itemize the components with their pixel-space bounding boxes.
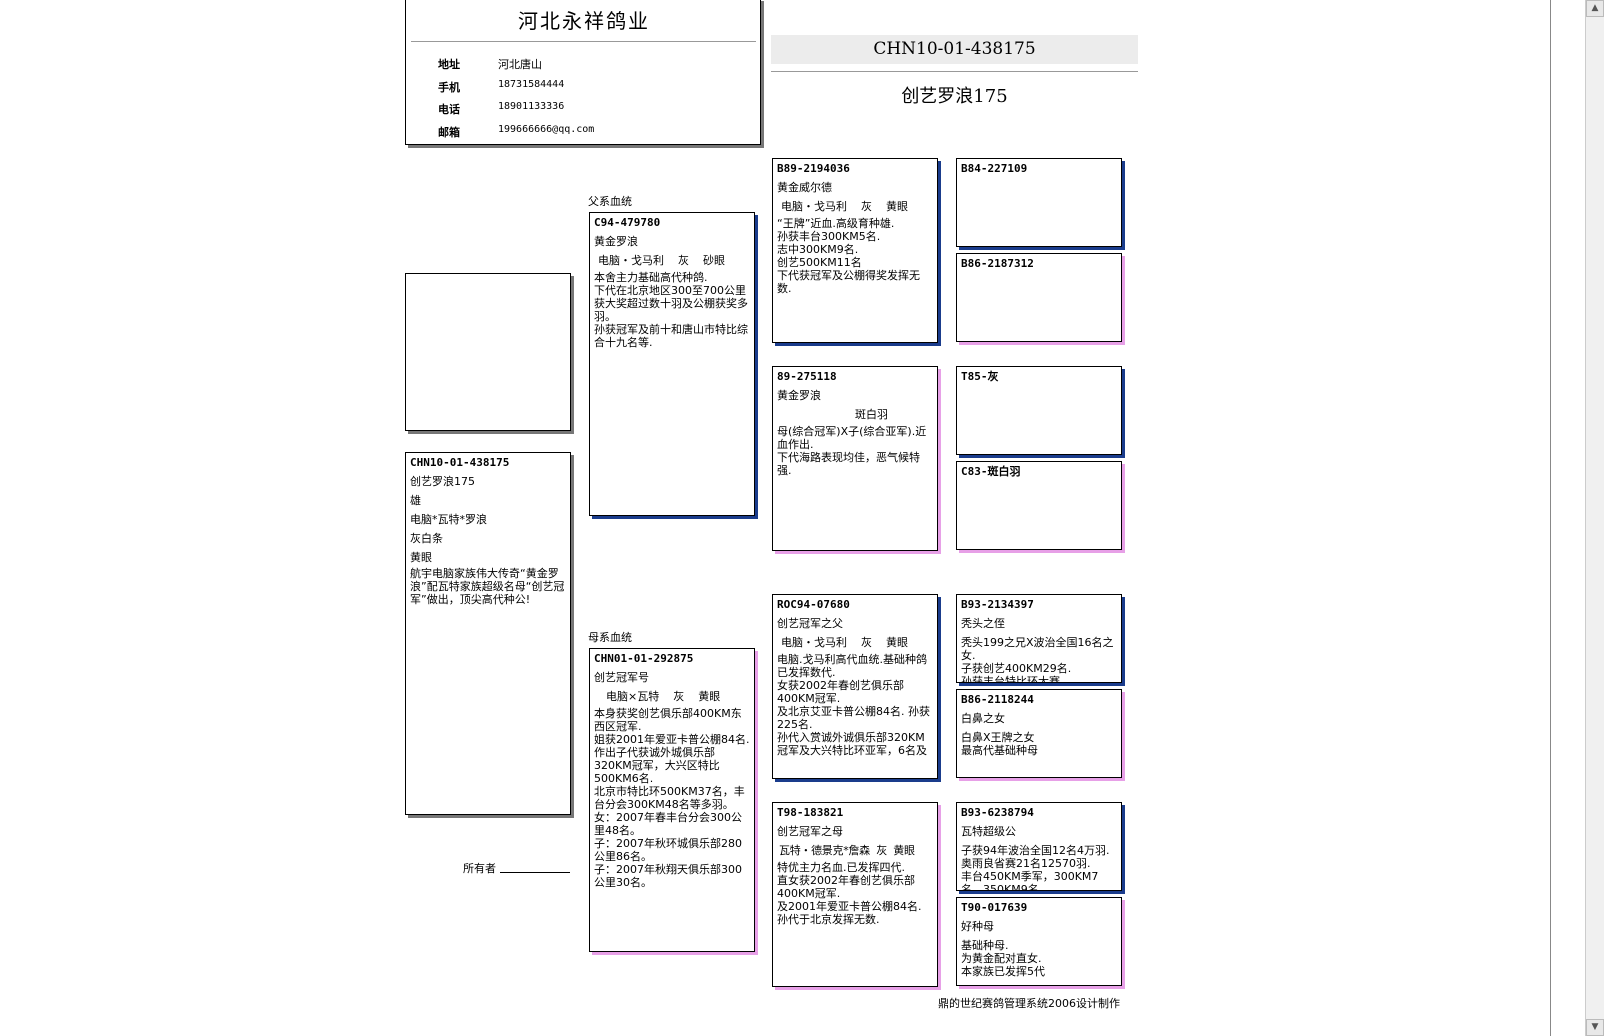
dam-meta: 电脑×瓦特 灰 黄眼 — [606, 690, 721, 703]
sire-sire-description: “王牌”近血.高级育种雄. 孙获丰台300KM5名. 志中300KM9名. 创艺… — [777, 217, 920, 295]
sire-dam-description: 母(综合冠军)X子(综合亚军).近血作出. 下代海路表现均佳，恶气候特强. — [777, 425, 927, 477]
sire-dam-ring: 89-275118 — [777, 370, 837, 383]
dsd-card: B86-2118244 白鼻之女 白鼻X王牌之女 最高代基础种母 — [956, 689, 1122, 778]
window-divider — [1550, 0, 1551, 1036]
dam-sire-meta: 电脑・戈马利 灰 黄眼 — [781, 636, 908, 649]
pedigree-ring-banner — [771, 35, 1138, 64]
dam-sire-name: 创艺冠军之父 — [777, 617, 843, 630]
subject-sex: 雄 — [410, 494, 421, 507]
email-value: 199666666@qq.com — [498, 124, 595, 135]
dam-dam-meta: 瓦特・德景克*詹森 灰 黄眼 — [779, 844, 915, 857]
sss-ring: B84-227109 — [961, 162, 1028, 175]
dss-name: 秃头之侄 — [961, 617, 1005, 630]
ddd-description: 基础种母. 为黄金配对直女. 本家族已发挥5代 — [961, 939, 1045, 978]
footer-credit: 鼎的世纪赛鸽管理系统2006设计制作 — [938, 997, 1120, 1010]
subject-card: CHN10-01-438175 创艺罗浪175 雄 电脑*瓦特*罗浪 灰白条 黄… — [405, 452, 571, 815]
ddd-card: T90-017639 好种母 基础种母. 为黄金配对直女. 本家族已发挥5代 — [956, 897, 1122, 986]
sire-dam-name: 黄金罗浪 — [777, 389, 821, 402]
banner-divider — [771, 71, 1138, 72]
sire-sire-meta: 电脑・戈马利 灰 黄眼 — [781, 200, 908, 213]
sire-ring: C94-479780 — [594, 216, 661, 229]
sire-meta: 电脑・戈马利 灰 砂眼 — [598, 254, 725, 267]
sdd-card: C83-斑白羽 — [956, 461, 1122, 550]
breeder-title: 河北永祥鸽业 — [518, 9, 650, 33]
address-value: 河北唐山 — [498, 58, 542, 71]
sds-ring: T85-灰 — [961, 370, 999, 383]
dsd-ring: B86-2118244 — [961, 693, 1034, 706]
dam-name: 创艺冠军号 — [594, 671, 649, 684]
pigeon-photo-frame — [405, 273, 571, 431]
dds-ring: B93-6238794 — [961, 806, 1034, 819]
sire-card: C94-479780 黄金罗浪 电脑・戈马利 灰 砂眼 本舍主力基础高代种鸽. … — [589, 212, 755, 516]
mobile-value: 18731584444 — [498, 79, 565, 90]
dam-dam-name: 创艺冠军之母 — [777, 825, 843, 838]
owner-label-text: 所有者 — [463, 862, 496, 875]
breeder-info-card: 河北永祥鸽业 地址 河北唐山 手机 18731584444 电话 1890113… — [405, 0, 761, 145]
email-label: 邮箱 — [438, 126, 460, 139]
pedigree-ring-title: CHN10-01-438175 — [873, 39, 1036, 59]
sire-name: 黄金罗浪 — [594, 235, 638, 248]
dds-description: 子获94年波治全国12名4万羽. 奥雨良省赛21名12570羽. 丰台450KM… — [961, 844, 1110, 891]
dss-description: 秃头199之兄X波治全国16名之女. 子获创艺400KM29名. 孙获丰台特比环… — [961, 636, 1114, 683]
sdd-ring: C83-斑白羽 — [961, 465, 1021, 478]
phone-value: 18901133336 — [498, 101, 565, 112]
scroll-down-icon[interactable]: ▼ — [1586, 1019, 1604, 1036]
dam-dam-description: 特优主力名血.已发挥四代. 直女获2002年春创艺俱乐部400KM冠军. 及20… — [777, 861, 922, 926]
dam-ring: CHN01-01-292875 — [594, 652, 694, 665]
dss-card: B93-2134397 秃头之侄 秃头199之兄X波治全国16名之女. 子获创艺… — [956, 594, 1122, 683]
sire-description: 本舍主力基础高代种鸽. 下代在北京地区300至700公里获大奖超过数十羽及公棚获… — [594, 271, 748, 349]
sire-line-label: 父系血统 — [588, 195, 632, 208]
subject-eye: 黄眼 — [410, 551, 432, 564]
dss-ring: B93-2134397 — [961, 598, 1034, 611]
subject-name: 创艺罗浪175 — [410, 475, 475, 488]
owner-signature-line[interactable] — [500, 872, 570, 873]
subject-lineage: 电脑*瓦特*罗浪 — [410, 513, 487, 526]
ddd-name: 好种母 — [961, 920, 994, 933]
dam-dam-card: T98-183821 创艺冠军之母 瓦特・德景克*詹森 灰 黄眼 特优主力名血.… — [772, 802, 938, 987]
subject-ring: CHN10-01-438175 — [410, 456, 510, 469]
dam-sire-card: ROC94-07680 创艺冠军之父 电脑・戈马利 灰 黄眼 电脑.戈马利高代血… — [772, 594, 938, 779]
dds-name: 瓦特超级公 — [961, 825, 1016, 838]
dam-sire-description: 电脑.戈马利高代血统.基础种鸽已发挥数代. 女获2002年春创艺俱乐部400KM… — [777, 653, 930, 757]
owner-label: 所有者 — [463, 860, 496, 876]
sds-card: T85-灰 — [956, 366, 1122, 455]
ssd-card: B86-2187312 — [956, 253, 1122, 342]
dam-card: CHN01-01-292875 创艺冠军号 电脑×瓦特 灰 黄眼 本身获奖创艺俱… — [589, 648, 755, 952]
sire-dam-card: 89-275118 黄金罗浪 斑白羽 母(综合冠军)X子(综合亚军).近血作出.… — [772, 366, 938, 551]
mobile-label: 手机 — [438, 81, 460, 94]
address-label: 地址 — [438, 58, 460, 71]
dam-line-label: 母系血统 — [588, 631, 632, 644]
subject-color: 灰白条 — [410, 532, 443, 545]
dds-card: B93-6238794 瓦特超级公 子获94年波治全国12名4万羽. 奥雨良省赛… — [956, 802, 1122, 891]
sire-sire-card: B89-2194036 黄金威尔德 电脑・戈马利 灰 黄眼 “王牌”近血.高级育… — [772, 158, 938, 343]
sss-card: B84-227109 — [956, 158, 1122, 247]
dam-description: 本身获奖创艺俱乐部400KM东西区冠军. 姐获2001年爱亚卡普公棚84名. 作… — [594, 707, 750, 889]
phone-label: 电话 — [438, 103, 460, 116]
dsd-description: 白鼻X王牌之女 最高代基础种母 — [961, 731, 1038, 757]
pedigree-name-title: 创艺罗浪175 — [901, 86, 1008, 107]
sire-sire-ring: B89-2194036 — [777, 162, 850, 175]
dam-sire-ring: ROC94-07680 — [777, 598, 850, 611]
scroll-up-icon[interactable]: ▲ — [1586, 0, 1604, 17]
ddd-ring: T90-017639 — [961, 901, 1028, 914]
dsd-name: 白鼻之女 — [961, 712, 1005, 725]
dam-dam-ring: T98-183821 — [777, 806, 844, 819]
vertical-scrollbar[interactable]: ▲ ▼ — [1585, 0, 1604, 1036]
sire-dam-meta: 斑白羽 — [855, 408, 888, 421]
ssd-ring: B86-2187312 — [961, 257, 1034, 270]
sire-sire-name: 黄金威尔德 — [777, 181, 832, 194]
subject-description: 航宇电脑家族伟大传奇“黄金罗浪”配瓦特家族超级名母“创艺冠军”做出，顶尖高代种公… — [410, 567, 565, 606]
title-divider — [411, 41, 756, 42]
